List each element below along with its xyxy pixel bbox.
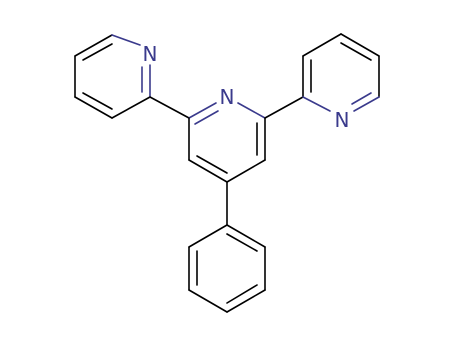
bond [111,96,151,119]
bond [111,34,141,46]
bond [82,92,113,110]
bond [82,43,113,61]
atom-label-n-left: N [143,42,158,66]
bond [188,159,228,183]
bond [340,42,372,61]
phenyl-ring [188,224,266,313]
bond [226,233,258,252]
left-pyridine-ring: N [74,34,158,119]
bond [226,224,266,248]
bond [196,155,228,174]
bond [149,96,190,119]
bond [353,96,380,112]
bond [237,102,266,119]
bond [340,33,380,57]
bond [302,96,331,112]
bond [188,289,228,313]
bond [188,102,217,119]
atom-label-n-center: N [220,85,235,109]
bond [188,224,228,248]
bond [74,96,113,119]
bond [226,159,266,183]
bond [264,96,304,119]
central-pyridine-ring: N [188,85,266,183]
bond [351,92,372,105]
bond [302,33,342,57]
bond [74,34,113,57]
bond [226,284,258,304]
bond [226,289,266,313]
atom-label-n-right: N [335,108,350,132]
right-pyridine-ring: N [302,33,380,132]
bond [194,110,219,125]
